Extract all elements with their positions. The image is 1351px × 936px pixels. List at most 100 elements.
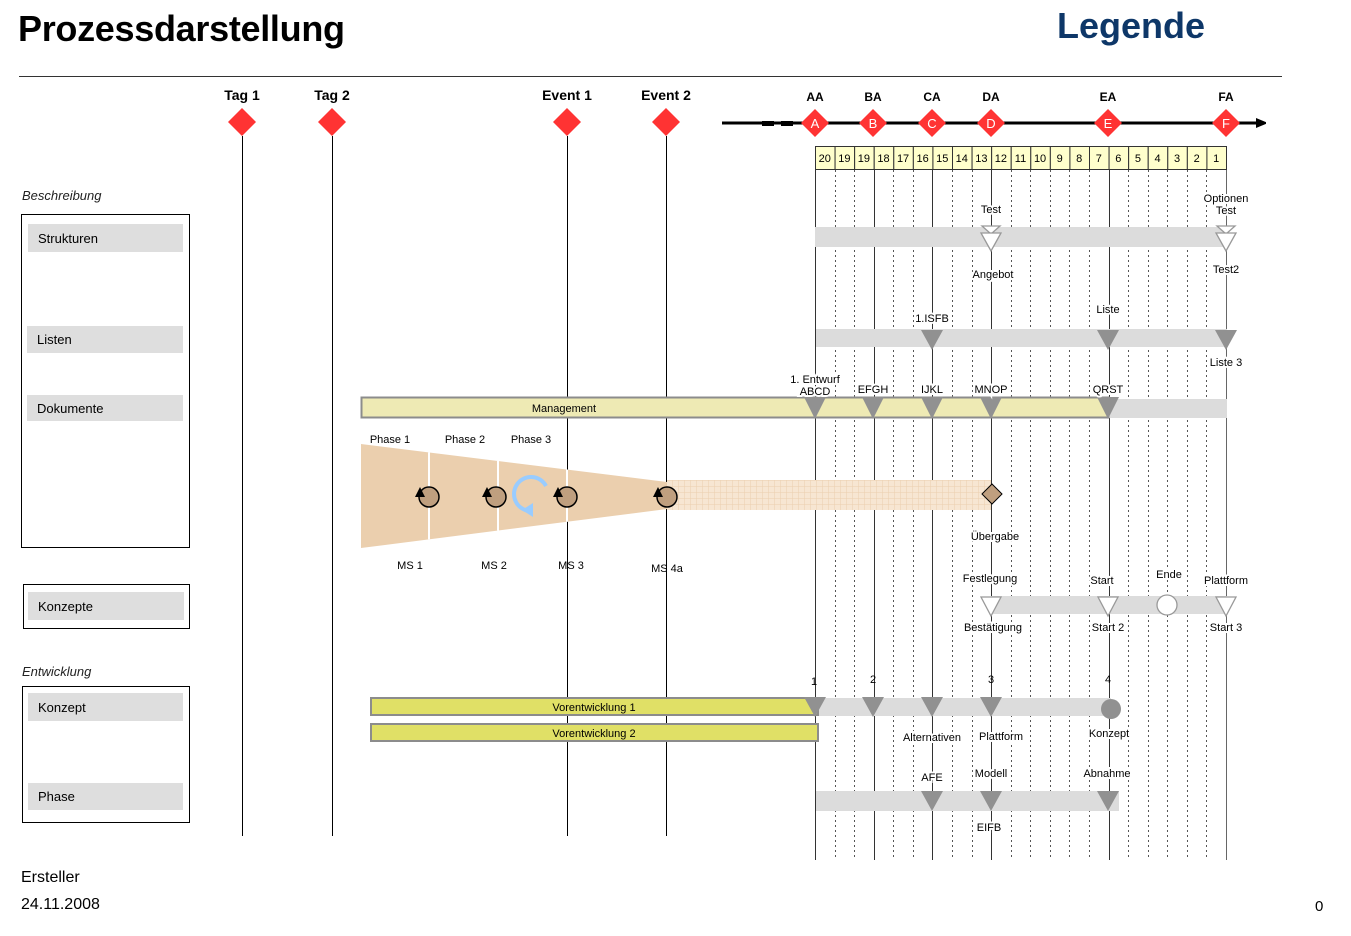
- filled-triangle-icon: [980, 697, 1002, 717]
- axis-break-mark: [762, 121, 774, 126]
- ms-arrow-icon: [415, 487, 425, 497]
- milestone-label: AA: [806, 90, 824, 104]
- milestone-label: FA: [1218, 90, 1234, 104]
- lane-label-below: Bestätigung: [964, 622, 1022, 634]
- phase-label: Phase 3: [511, 434, 551, 446]
- open-triangle-icon: [980, 225, 1002, 235]
- milestone-letter: B: [869, 116, 878, 131]
- filled-triangle-icon: [1215, 330, 1237, 350]
- lane-label-above: AFE: [921, 772, 942, 784]
- milestone-letter: C: [927, 116, 936, 131]
- filled-circle-icon: [1101, 699, 1121, 719]
- development-bar-label: Vorentwicklung 2: [552, 728, 635, 740]
- lane-bar-konzept: [815, 698, 1111, 716]
- milestone-diamond-icon: [918, 109, 946, 137]
- milestone-number: 3: [988, 674, 994, 686]
- milestone-label: DA: [982, 90, 1000, 104]
- open-triangle-icon: [1214, 596, 1238, 618]
- countdown-number: 20: [819, 153, 831, 165]
- event-diamond-icon: [228, 108, 256, 136]
- handover-diamond-icon: [981, 483, 1003, 505]
- section-label-beschreibung: Beschreibung: [22, 188, 102, 203]
- countdown-number: 7: [1096, 153, 1102, 165]
- countdown-number: 4: [1154, 153, 1160, 165]
- cycle-arrowhead-icon: [522, 503, 533, 517]
- countdown-number: 19: [858, 153, 870, 165]
- countdown-number: 19: [838, 153, 850, 165]
- lane-bar-strukturen: [815, 227, 1227, 247]
- countdown-number: 11: [1015, 153, 1026, 165]
- ms-arrow-icon: [482, 487, 492, 497]
- countdown-number: 3: [1174, 153, 1180, 165]
- document-marker-label: EFGH: [858, 384, 889, 396]
- countdown-cell: [1206, 146, 1228, 170]
- open-triangle-icon: [979, 232, 1003, 253]
- countdown-number: 12: [995, 153, 1007, 165]
- event-label: Tag 1: [224, 87, 260, 103]
- phase-label: Phase 1: [370, 434, 410, 446]
- milestone-diamond-icon: [859, 109, 887, 137]
- event-label: Tag 2: [314, 87, 350, 103]
- lane-bar-listen: [816, 329, 1227, 347]
- management-bar-label: Management: [532, 403, 596, 415]
- row-label-konzept: Konzept: [28, 693, 183, 721]
- countdown-number: 2: [1194, 153, 1200, 165]
- lane-label-above: Liste: [1096, 304, 1119, 316]
- section-label-entwicklung: Entwicklung: [22, 664, 92, 679]
- event-label: Event 2: [641, 87, 691, 103]
- handover-label: Übergabe: [971, 531, 1019, 543]
- milestone-letter: F: [1222, 116, 1230, 131]
- filled-triangle-icon: [1097, 330, 1119, 350]
- open-triangle-icon: [979, 596, 1003, 618]
- row-label-konzepte: Konzepte: [28, 592, 184, 620]
- event-diamond-icon: [652, 108, 680, 136]
- document-marker-label: QRST: [1093, 384, 1124, 396]
- filled-triangle-icon: [980, 791, 1002, 811]
- milestone-number: 1: [811, 676, 817, 688]
- filled-triangle-icon: [1097, 397, 1119, 419]
- lane-label-above: Plattform: [1204, 575, 1248, 587]
- countdown-number: 18: [877, 153, 889, 165]
- filled-triangle-icon: [804, 397, 826, 419]
- countdown-number: 16: [917, 153, 929, 165]
- cycle-arrow-icon: [512, 475, 548, 513]
- ms-label: MS 2: [481, 560, 507, 572]
- countdown-number: 5: [1135, 153, 1141, 165]
- row-label-listen: Listen: [27, 326, 183, 353]
- lane-label-below: Start 2: [1092, 622, 1124, 634]
- event-diamond-icon: [318, 108, 346, 136]
- event-label: Event 1: [542, 87, 592, 103]
- lane-label-above: Modell: [975, 768, 1007, 780]
- page-number: 0: [1315, 898, 1324, 915]
- end-circle-icon: [1156, 594, 1178, 616]
- lane-bar-phase: [816, 791, 1119, 811]
- countdown-number: 8: [1076, 153, 1082, 165]
- filled-triangle-icon: [921, 397, 943, 419]
- lane-label-above: Abnahme: [1083, 768, 1130, 780]
- filled-triangle-icon: [921, 791, 943, 811]
- ms-label: MS 1: [397, 560, 423, 572]
- milestone-letter: E: [1104, 116, 1113, 131]
- countdown-number: 1: [1213, 153, 1219, 165]
- funnel-extension: [667, 480, 991, 510]
- lane-label-below: Test2: [1213, 264, 1239, 276]
- row-label-phase: Phase: [28, 783, 183, 810]
- page-title: Prozessdarstellung: [18, 8, 345, 49]
- lane-label-below: Plattform: [979, 731, 1023, 743]
- document-marker-label: MNOP: [975, 384, 1008, 396]
- ms-arrow-icon: [653, 487, 663, 497]
- lane-label-below: Konzept: [1089, 728, 1129, 740]
- lane-label-below: EIFB: [977, 822, 1001, 834]
- open-triangle-icon: [1096, 596, 1120, 618]
- milestone-diamond-icon: [977, 109, 1005, 137]
- author-label: Ersteller: [21, 869, 80, 886]
- countdown-number: 15: [936, 153, 948, 165]
- filled-triangle-icon: [921, 330, 943, 350]
- lane-label-below: Liste 3: [1210, 357, 1242, 369]
- filled-triangle-icon: [980, 397, 1002, 419]
- milestone-label: CA: [923, 90, 941, 104]
- lane-label-above: Ende: [1156, 569, 1182, 581]
- milestone-letter: A: [811, 116, 820, 131]
